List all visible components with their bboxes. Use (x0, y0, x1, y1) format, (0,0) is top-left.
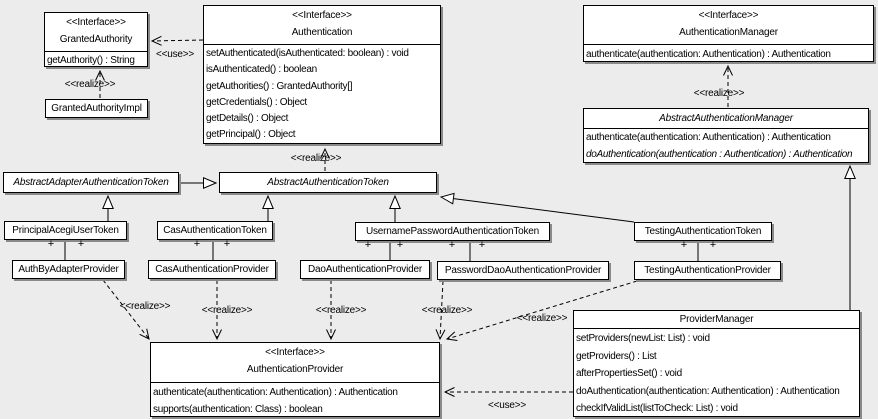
edge-realize-passworddaoprovider (435, 280, 446, 341)
method: authenticate(authentication: Authenticat… (586, 132, 831, 143)
class-provider-manager[interactable]: ProviderManager setProviders(newList: Li… (573, 310, 860, 417)
class-name: GrantedAuthority (59, 33, 133, 45)
realize-label: <<realize>> (421, 305, 473, 316)
method: getCredentials() : Object (206, 96, 307, 108)
association-end-label: + (680, 239, 688, 251)
class-abstract-authentication-token[interactable]: AbstractAuthenticationToken (219, 172, 437, 193)
class-name: UsernamePasswordAuthenticationToken (365, 226, 540, 237)
association-end-label: + (478, 239, 486, 251)
class-testing-authentication-provider[interactable]: TestingAuthenticationProvider (634, 261, 781, 280)
class-name: GrantedAuthorityImpl (51, 103, 142, 114)
method: authenticate(authentication: Authenticat… (153, 387, 398, 398)
class-name: AuthenticationProvider (246, 363, 344, 375)
class-name: PrincipalAcegiUserToken (12, 225, 119, 236)
class-name: Authentication (291, 26, 353, 38)
realize-label: <<realize>> (315, 305, 367, 316)
class-name: DaoAuthenticationProvider (308, 264, 422, 275)
class-cas-authentication-provider[interactable]: CasAuthenticationProvider (148, 260, 276, 279)
use-label: <<use>> (155, 49, 195, 60)
class-name: AuthByAdapterProvider (18, 264, 119, 275)
method: authenticate(authentication: Authenticat… (586, 49, 831, 60)
class-authentication[interactable]: <<Interface>> Authentication setAuthenti… (203, 5, 441, 144)
class-authentication-provider[interactable]: <<Interface>> AuthenticationProvider aut… (150, 342, 440, 417)
association-end-label: + (77, 238, 85, 250)
class-name: CasAuthenticationToken (163, 225, 267, 236)
class-name: TestingAuthenticationProvider (644, 265, 771, 276)
class-name: CasAuthenticationProvider (155, 264, 269, 275)
method: getAuthority() : String (47, 55, 135, 66)
class-auth-by-adapter-provider[interactable]: AuthByAdapterProvider (12, 260, 125, 279)
class-name: AbstractAuthenticationManager (659, 113, 793, 124)
class-authentication-manager[interactable]: <<Interface>> AuthenticationManager auth… (583, 5, 874, 62)
realize-label: <<realize>> (64, 79, 116, 90)
method: afterPropertiesSet() : void (576, 368, 682, 379)
stereotype-label: <<Interface>> (66, 17, 126, 28)
method: doAuthentication(authentication: Authent… (576, 385, 840, 397)
association-end-label: + (709, 239, 717, 251)
stereotype-label: <<Interface>> (698, 10, 759, 21)
realize-label: <<realize>> (201, 305, 253, 316)
method: getDetails() : Object (206, 113, 289, 125)
method: getPrincipal() : Object (206, 129, 296, 141)
class-abstract-authentication-manager[interactable]: AbstractAuthenticationManager authentica… (583, 108, 869, 163)
class-abstract-adapter-authentication-token[interactable]: AbstractAdapterAuthenticationToken (3, 172, 179, 193)
method: supports(authentication: Class) : boolea… (153, 404, 323, 415)
method: checkIfValidList(listToCheck: List) : vo… (576, 403, 738, 414)
realize-label: <<realize>> (516, 313, 568, 324)
class-username-password-authentication-token[interactable]: UsernamePasswordAuthenticationToken (355, 222, 550, 241)
edge-use-authentication-grantedauthority (150, 35, 204, 46)
stereotype-label: <<Interface>> (292, 10, 352, 21)
method: doAuthentication(authentication : Authen… (586, 148, 853, 160)
class-granted-authority[interactable]: <<Interface>> GrantedAuthority getAuthor… (44, 12, 148, 67)
class-name: ProviderManager (679, 314, 754, 325)
class-granted-authority-impl[interactable]: GrantedAuthorityImpl (45, 99, 148, 118)
class-password-dao-authentication-provider[interactable]: PasswordDaoAuthenticationProvider (437, 261, 609, 280)
class-cas-authentication-token[interactable]: CasAuthenticationToken (157, 221, 273, 240)
association-end-label: + (223, 238, 231, 250)
method: getAuthorities() : GrantedAuthority[] (206, 80, 353, 92)
stereotype-label: <<Interface>> (265, 347, 325, 358)
method: setAuthenticated(isAuthenticated: boolea… (206, 48, 409, 59)
class-name: TestingAuthenticationToken (644, 226, 762, 237)
method: isAuthenticated() : boolean (206, 64, 317, 76)
class-testing-authentication-token[interactable]: TestingAuthenticationToken (634, 222, 772, 241)
method: getProviders() : List (576, 350, 657, 362)
edge-generalization-testingauthenticationtoken (439, 192, 635, 223)
class-dao-authentication-provider[interactable]: DaoAuthenticationProvider (300, 260, 430, 279)
realize-label: <<realize>> (119, 301, 171, 312)
realize-label: <<realize>> (290, 153, 342, 164)
association-end-label: + (47, 238, 55, 250)
realize-label: <<realize>> (693, 88, 745, 99)
association-end-label: + (396, 239, 404, 251)
association-end-label: + (364, 239, 372, 251)
class-principal-acegi-user-token[interactable]: PrincipalAcegiUserToken (4, 221, 127, 240)
edge-realize-authbyadapterprovider (102, 279, 150, 340)
method: setProviders(newList: List) : void (576, 333, 710, 344)
class-name: AuthenticationManager (679, 26, 778, 38)
class-name: AbstractAdapterAuthenticationToken (13, 177, 169, 188)
association-end-label: + (448, 239, 456, 251)
class-name: PasswordDaoAuthenticationProvider (444, 265, 602, 276)
edge-realize-testingprovider (445, 280, 638, 342)
class-name: AbstractAuthenticationToken (267, 177, 389, 188)
use-label: <<use>> (487, 400, 527, 411)
association-end-label: + (193, 238, 201, 250)
